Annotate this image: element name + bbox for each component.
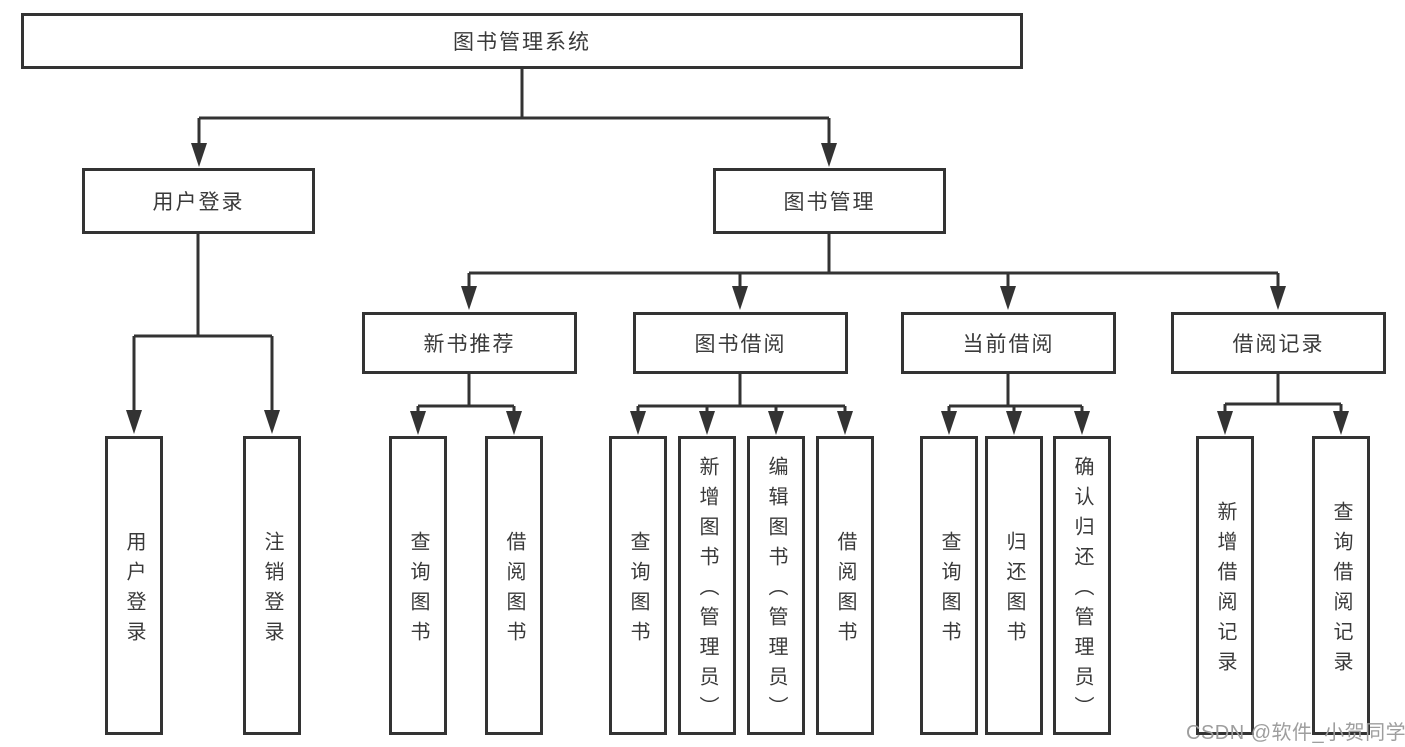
arrowhead-icon [837, 411, 853, 435]
arrowhead-icon [1006, 411, 1022, 435]
leaf-logout: 注销登录 [243, 436, 301, 735]
arrowhead-icon [264, 410, 280, 434]
node-label: 确认归还（管理员） [1071, 455, 1093, 726]
node-borrowing-records: 借阅记录 [1171, 312, 1386, 374]
arrowhead-icon [1000, 286, 1016, 310]
arrowhead-icon [1270, 286, 1286, 310]
leaf-nbr-query-books: 查询图书 [389, 436, 447, 735]
leaf-bb-query-books: 查询图书 [609, 436, 667, 735]
node-label: 查询图书 [938, 530, 960, 651]
node-new-book-recommend: 新书推荐 [362, 312, 577, 374]
leaf-user-login: 用户登录 [105, 436, 163, 735]
node-label: 用户登录 [152, 191, 245, 214]
arrowhead-icon [410, 411, 426, 435]
node-label: 新增图书（管理员） [696, 455, 718, 726]
leaf-br-add-record: 新增借阅记录 [1196, 436, 1254, 735]
branch-borrowing-records [1223, 374, 1343, 414]
node-label: 借阅图书 [503, 530, 525, 651]
arrowhead-icon [1333, 411, 1349, 435]
node-label: 新增借阅记录 [1214, 500, 1236, 681]
arrowhead-icon [630, 411, 646, 435]
node-current-borrowing: 当前借阅 [901, 312, 1116, 374]
node-label: 归还图书 [1003, 530, 1025, 651]
node-label: 查询图书 [627, 530, 649, 651]
branch-root [197, 69, 831, 146]
arrowhead-icon [126, 410, 142, 434]
arrowhead-icon [699, 411, 715, 435]
leaf-cb-return-books: 归还图书 [985, 436, 1043, 735]
node-label: 借阅记录 [1232, 333, 1325, 356]
watermark-text: CSDN @软件_小贺同学 [1186, 722, 1405, 744]
node-label: 图书管理 [783, 191, 876, 214]
arrowhead-icon [768, 411, 784, 435]
arrowhead-icon [191, 143, 207, 167]
leaf-bb-edit-books-admin: 编辑图书（管理员） [747, 436, 805, 735]
node-book-borrowing: 图书借阅 [633, 312, 848, 374]
node-label: 图书借阅 [694, 333, 787, 356]
branch-current-borrowing [947, 374, 1084, 414]
arrowhead-icon [1074, 411, 1090, 435]
arrowhead-icon [941, 411, 957, 435]
node-label: 查询图书 [407, 530, 429, 651]
branch-book-borrowing [636, 374, 847, 414]
arrowhead-icon [732, 286, 748, 310]
node-label: 借阅图书 [834, 530, 856, 651]
branch-user-login [132, 234, 274, 412]
arrowhead-icon [1217, 411, 1233, 435]
leaf-cb-confirm-return-admin: 确认归还（管理员） [1053, 436, 1111, 735]
branch-book-management [467, 234, 1280, 290]
node-label: 新书推荐 [423, 333, 516, 356]
leaf-nbr-borrow-books: 借阅图书 [485, 436, 543, 735]
node-user-login-group: 用户登录 [82, 168, 315, 234]
branch-new-book-recommend [416, 374, 516, 414]
node-label: 查询借阅记录 [1330, 500, 1352, 681]
node-root: 图书管理系统 [21, 13, 1023, 69]
node-book-management: 图书管理 [713, 168, 946, 234]
leaf-cb-query-books: 查询图书 [920, 436, 978, 735]
node-label: 注销登录 [261, 530, 283, 651]
arrowhead-icon [821, 143, 837, 167]
arrowhead-icon [461, 286, 477, 310]
node-label: 图书管理系统 [453, 31, 591, 54]
leaf-br-query-record: 查询借阅记录 [1312, 436, 1370, 735]
node-label: 用户登录 [123, 530, 145, 651]
node-label: 当前借阅 [962, 333, 1055, 356]
arrowhead-icon [506, 411, 522, 435]
node-label: 编辑图书（管理员） [765, 455, 787, 726]
leaf-bb-borrow-books: 借阅图书 [816, 436, 874, 735]
leaf-bb-add-books-admin: 新增图书（管理员） [678, 436, 736, 735]
